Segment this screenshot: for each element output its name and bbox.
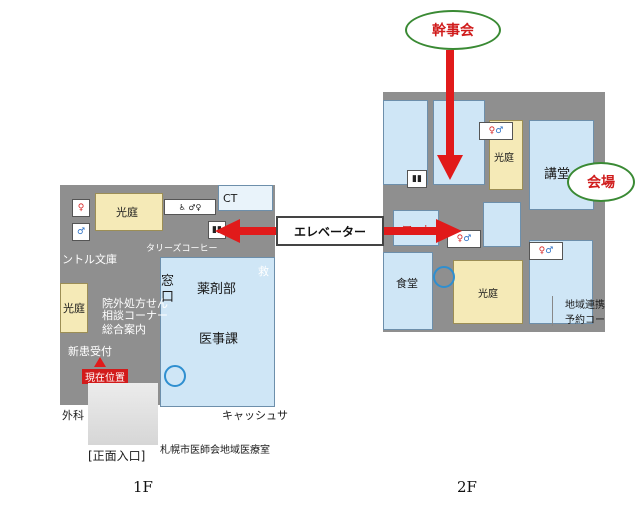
emergency-label: 救 (258, 265, 269, 278)
accessible-toilet-icon: ♿ ♂♀ (164, 199, 216, 215)
floor1-ct-room: CT (218, 185, 273, 211)
left-arrow-head (215, 219, 240, 243)
info-label: 総合案内 (102, 323, 146, 336)
floor1-courtyard-left: 光庭 (60, 283, 88, 333)
consult-corner-label: 相談コーナー (102, 309, 168, 322)
floor2-cafeteria: 食堂 (383, 252, 433, 330)
outpatient-rx-label: 院外処方せん (102, 297, 168, 310)
tullys-label: タリーズコーヒー (146, 244, 218, 254)
entrance-area (88, 383, 158, 445)
floor2-elevator-icon: ▮▮ (407, 170, 427, 188)
down-arrow-shaft (446, 50, 454, 160)
toilet-icon: ♀ (72, 199, 90, 217)
pharmacy-label: 薬剤部 (197, 282, 237, 297)
toilet-icon: ♀♂ (447, 230, 481, 248)
lecture-hall-label: 講堂 (544, 167, 571, 182)
surgery-label: 外科 (62, 409, 84, 422)
new-patient-label: 新患受付 (68, 345, 112, 358)
toilet-icon: ♂ (72, 223, 90, 241)
floor1-courtyard-top: 光庭 (95, 193, 163, 231)
floor1-elevator-ring (164, 365, 186, 387)
entrance-label: [正面入口] (88, 449, 146, 463)
venue-bubble: 会場 (567, 162, 635, 202)
venue-label: 会場 (587, 175, 615, 191)
courtyard-label: 光庭 (116, 206, 138, 219)
regional-label-1: 地域連携 (565, 300, 605, 311)
courtyard-left-label: 光庭 (63, 302, 85, 315)
cashier-label: キャッシュサ (222, 409, 288, 422)
executive-meeting-bubble: 幹事会 (405, 10, 501, 50)
toilet-icon: ♀♂ (479, 122, 513, 140)
regional-label-2: 予約コー (565, 315, 605, 326)
floor2-courtyard-b: 光庭 (453, 260, 523, 324)
courtyard-b-label: 光庭 (478, 289, 498, 300)
elevator-label: エレベーター (293, 224, 366, 239)
current-location-label: 現在位置 (82, 369, 128, 384)
cafeteria-label: 食堂 (396, 277, 418, 290)
courtyard-a-label: 光庭 (494, 153, 514, 164)
regional-signage: 地域連携 予約コー (552, 296, 605, 326)
center-library-label: ントル文庫 (62, 253, 117, 266)
toilet-icon: ♀♂ (529, 242, 563, 260)
medical-affairs-label: 医事課 (199, 332, 239, 347)
elevator-label-box: エレベーター (276, 216, 384, 246)
executive-meeting-label: 幹事会 (432, 23, 474, 39)
floor-label-2f: 2F (457, 478, 477, 496)
down-arrow-head (437, 155, 463, 180)
floor-label-1f: 1F (133, 478, 153, 496)
current-location-marker (94, 357, 106, 367)
floor2-block-center (433, 100, 485, 185)
floor2-map: 光庭 講堂 マート 食堂 光庭 ♀♂ ♀♂ ♀♂ ▮▮ (383, 92, 608, 332)
window-label: 窓口 (161, 274, 175, 305)
ct-label: CT (223, 192, 238, 205)
floor2-elevator-ring (433, 266, 455, 288)
right-arrow-head (436, 219, 462, 243)
sapporo-room-label: 札幌市医師会地域医療室 (160, 445, 270, 456)
floor2-room-right (483, 202, 521, 247)
